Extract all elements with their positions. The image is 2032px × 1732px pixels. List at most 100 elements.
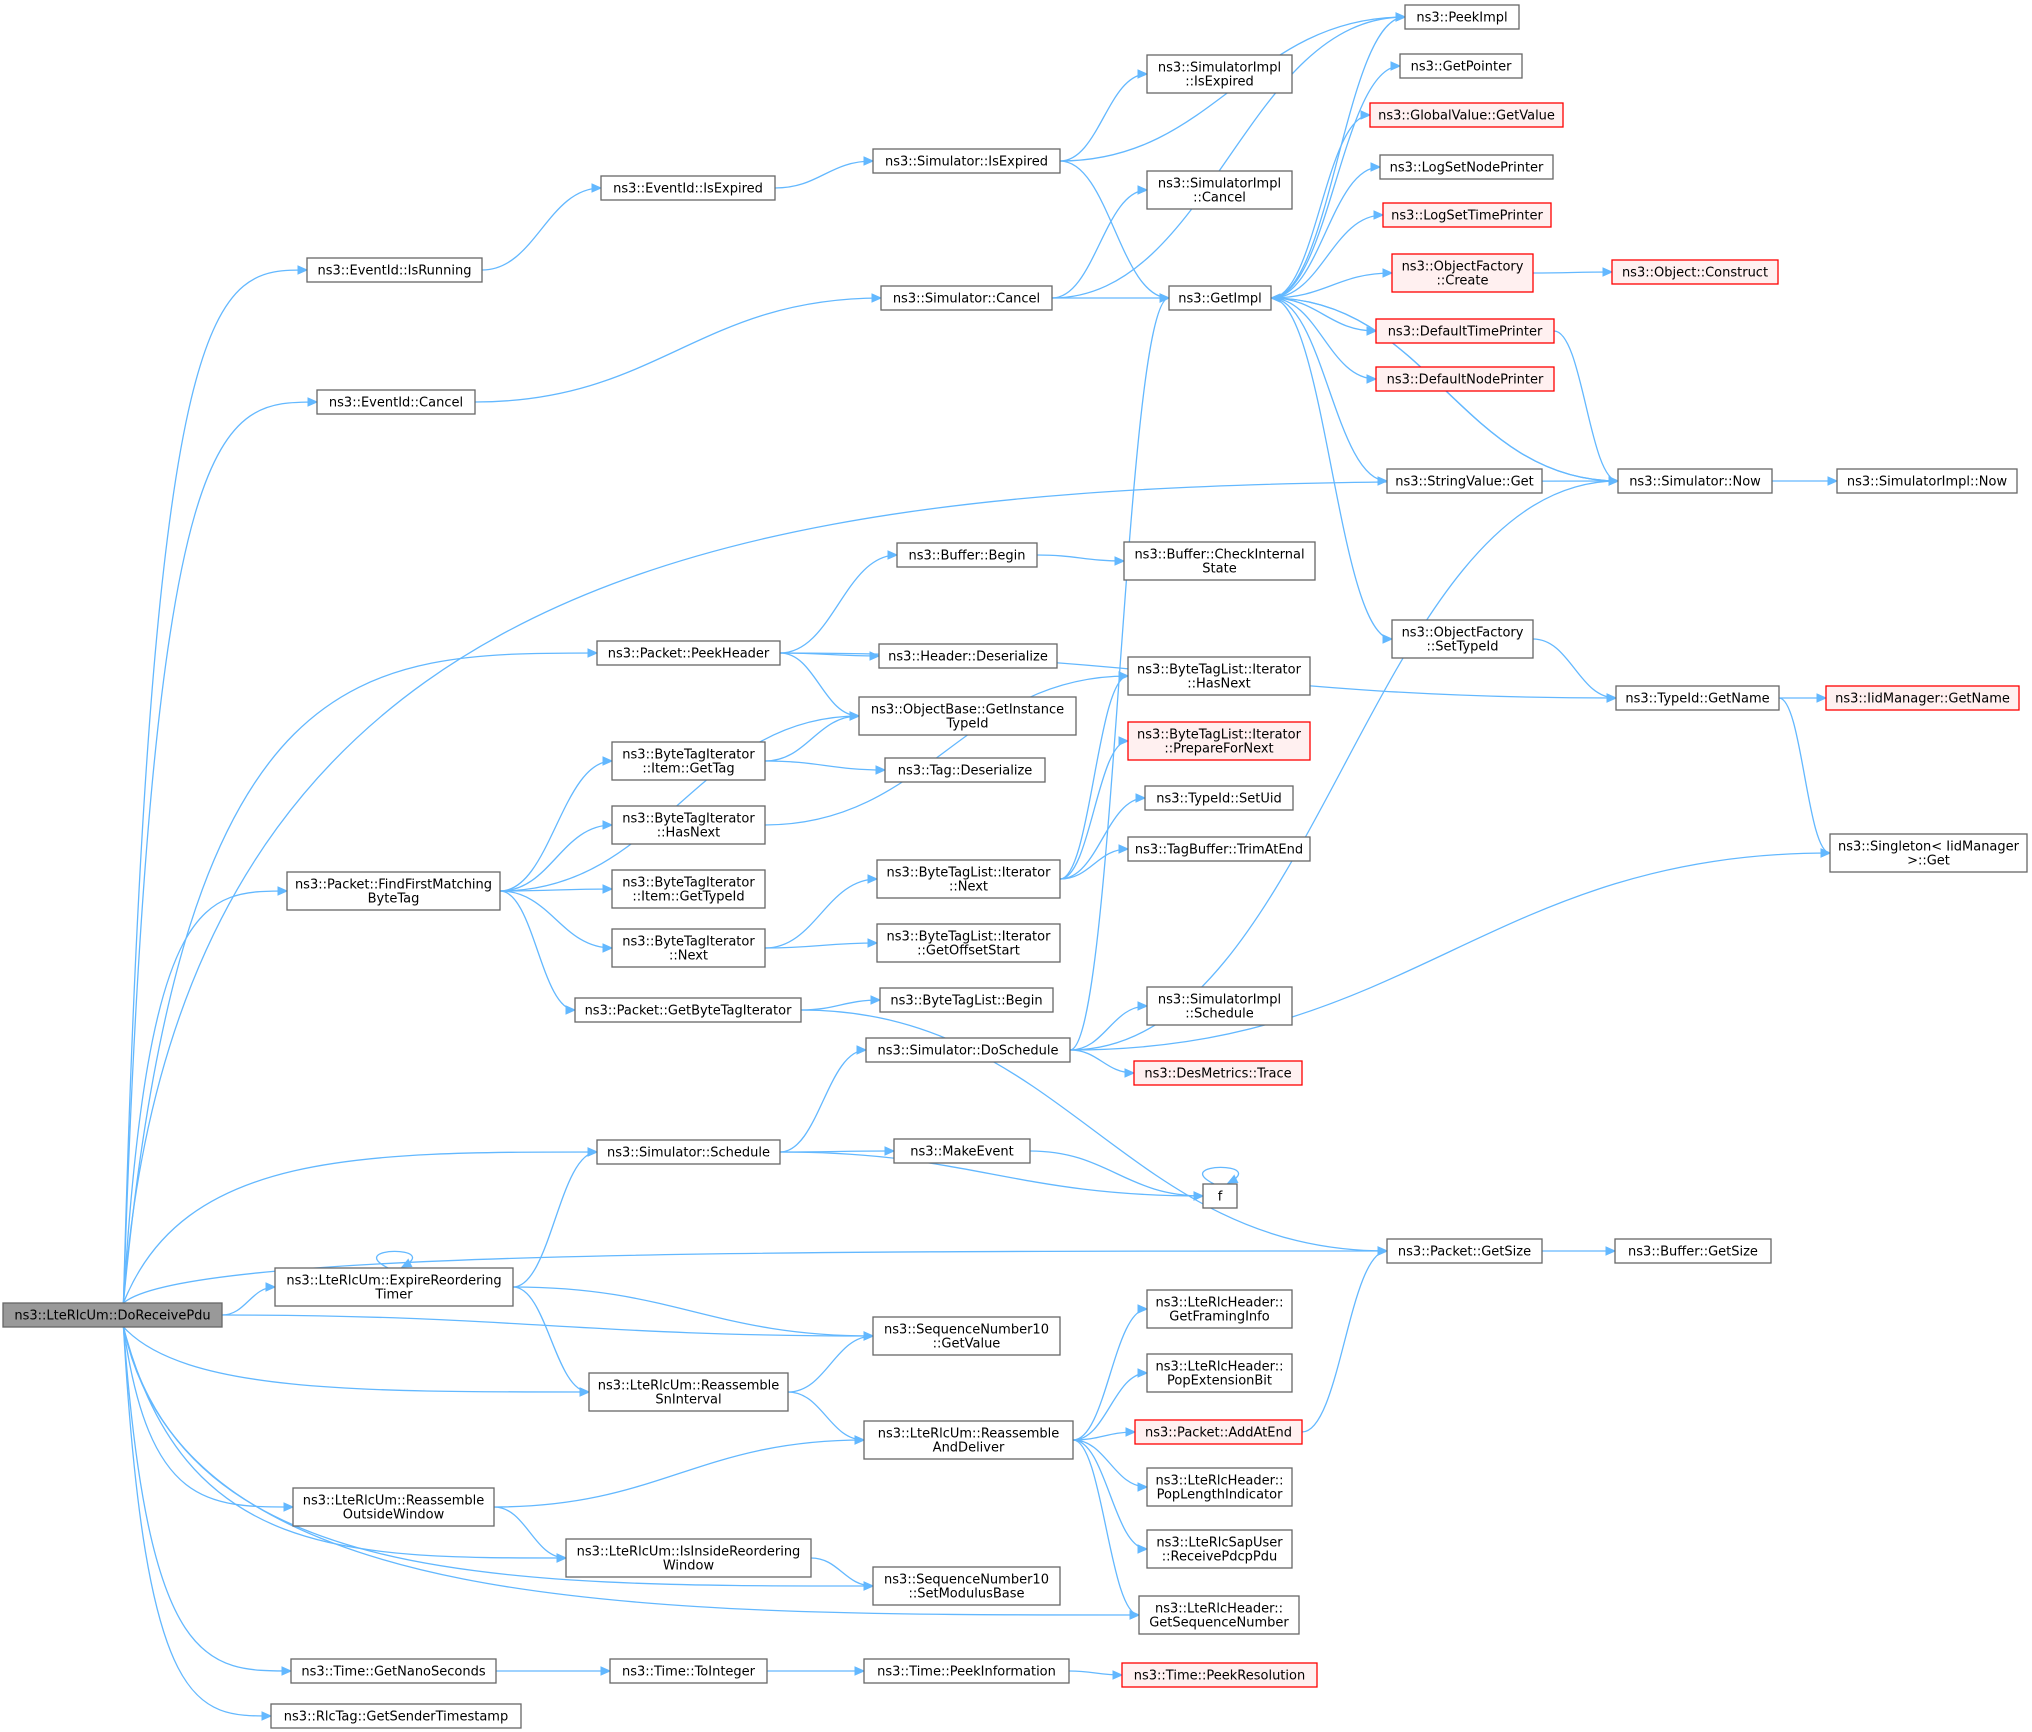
node-simImplCancel[interactable]: ns3::SimulatorImpl::Cancel <box>1146 170 1293 210</box>
node-pktAddAtEnd[interactable]: ns3::Packet::AddAtEnd <box>1134 1419 1303 1445</box>
node-box <box>1144 785 1294 811</box>
node-root[interactable]: ns3::LteRlcUm::DoReceivePdu <box>2 1302 223 1328</box>
node-btlHasNext[interactable]: ns3::ByteTagList::Iterator::HasNext <box>1127 656 1311 696</box>
node-pktGetSize[interactable]: ns3::Packet::GetSize <box>1386 1238 1543 1264</box>
node-label: ns3::SimulatorImpl::Now <box>1847 475 2008 490</box>
node-box <box>596 1139 781 1165</box>
node-label: PopExtensionBit <box>1167 1374 1272 1389</box>
node-simCancel[interactable]: ns3::Simulator::Cancel <box>880 285 1053 311</box>
node-evCancel[interactable]: ns3::EventId::Cancel <box>316 389 476 415</box>
node-hdrGetSeq[interactable]: ns3::LteRlcHeader::GetSequenceNumber <box>1138 1595 1300 1635</box>
node-tagDeser[interactable]: ns3::Tag::Deserialize <box>884 757 1046 783</box>
edge-root-to-pktFindFirst <box>122 891 287 1304</box>
node-box <box>1399 53 1523 79</box>
node-label: ns3::Header::Deserialize <box>888 650 1048 665</box>
node-btiItemGetTypeId[interactable]: ns3::ByteTagIterator::Item::GetTypeId <box>611 869 766 909</box>
edge-pktFindFirst-to-pktGetBTI <box>499 890 575 1010</box>
node-label: ns3::LogSetNodePrinter <box>1390 161 1544 176</box>
node-label: ns3::EventId::IsExpired <box>613 182 763 197</box>
node-simDoSchedule[interactable]: ns3::Simulator::DoSchedule <box>865 1037 1071 1063</box>
node-evIsExpired[interactable]: ns3::EventId::IsExpired <box>600 175 776 201</box>
node-tagBufTrim[interactable]: ns3::TagBuffer::TrimAtEnd <box>1127 836 1311 862</box>
edge-pktFindFirst-to-objBaseGet <box>499 716 859 892</box>
node-pktPeekHeader[interactable]: ns3::Packet::PeekHeader <box>596 640 781 666</box>
edge-line <box>481 188 601 271</box>
node-defTime[interactable]: ns3::DefaultTimePrinter <box>1375 318 1555 344</box>
edge-line <box>779 1151 1203 1196</box>
node-logTime[interactable]: ns3::LogSetTimePrinter <box>1382 202 1552 228</box>
node-label: ns3::LteRlcHeader:: <box>1155 1360 1283 1375</box>
node-box <box>1202 1183 1238 1209</box>
node-hdrDeser[interactable]: ns3::Header::Deserialize <box>878 643 1058 669</box>
node-timeNano[interactable]: ns3::Time::GetNanoSeconds <box>290 1658 497 1684</box>
node-hdrGetFraming[interactable]: ns3::LteRlcHeader::GetFramingInfo <box>1146 1289 1293 1329</box>
node-box <box>306 257 483 283</box>
node-bufBegin[interactable]: ns3::Buffer::Begin <box>896 542 1038 568</box>
edge-root-to-evCancel <box>122 402 317 1304</box>
node-typeIdGetName[interactable]: ns3::TypeId::GetName <box>1615 685 1780 711</box>
node-simIsExpired[interactable]: ns3::Simulator::IsExpired <box>872 148 1061 174</box>
node-label: ByteTag <box>368 892 420 907</box>
node-label: ns3::LteRlcUm::Reassemble <box>303 1494 485 1509</box>
node-timePeekInfo[interactable]: ns3::Time::PeekInformation <box>863 1658 1070 1684</box>
node-simSchedule[interactable]: ns3::Simulator::Schedule <box>596 1139 781 1165</box>
edge-line <box>221 1314 873 1336</box>
edge-btlNext-to-typeIdSetUid <box>1059 798 1145 880</box>
node-strGet[interactable]: ns3::StringValue::Get <box>1386 468 1543 494</box>
node-box <box>1168 285 1272 311</box>
node-makeEvent[interactable]: ns3::MakeEvent <box>893 1138 1031 1164</box>
node-logNode[interactable]: ns3::LogSetNodePrinter <box>1379 154 1554 180</box>
node-timePeekRes[interactable]: ns3::Time::PeekResolution <box>1121 1662 1318 1688</box>
node-simImplNow[interactable]: ns3::SimulatorImpl::Now <box>1836 468 2018 494</box>
node-getImpl[interactable]: ns3::GetImpl <box>1168 285 1272 311</box>
node-seqSetMod[interactable]: ns3::SequenceNumber10::SetModulusBase <box>872 1566 1061 1606</box>
node-btlBegin[interactable]: ns3::ByteTagList::Begin <box>879 987 1054 1013</box>
node-ofCreate[interactable]: ns3::ObjectFactory::Create <box>1391 253 1534 293</box>
node-pktGetBTI[interactable]: ns3::Packet::GetByteTagIterator <box>574 997 802 1023</box>
node-btlGetOffset[interactable]: ns3::ByteTagList::Iterator::GetOffsetSta… <box>876 923 1061 963</box>
node-desTrace[interactable]: ns3::DesMetrics::Trace <box>1133 1060 1303 1086</box>
node-btiItemGetTag[interactable]: ns3::ByteTagIterator::Item::GetTag <box>611 741 766 781</box>
node-sapReceive[interactable]: ns3::LteRlcSapUser::ReceivePdcpPdu <box>1146 1529 1293 1569</box>
node-label: ns3::Packet::PeekHeader <box>608 647 770 662</box>
node-peekImpl[interactable]: ns3::PeekImpl <box>1404 4 1520 30</box>
node-getPointer[interactable]: ns3::GetPointer <box>1399 53 1523 79</box>
node-objConstruct[interactable]: ns3::Object::Construct <box>1611 259 1779 285</box>
node-btiNext[interactable]: ns3::ByteTagIterator::Next <box>611 928 766 968</box>
edge-line <box>1270 297 1376 331</box>
node-f[interactable]: f <box>1202 1183 1238 1209</box>
edge-line <box>1059 676 1128 880</box>
edge-root-to-hdrGetSeq <box>122 1326 1139 1615</box>
node-evIsRunning[interactable]: ns3::EventId::IsRunning <box>306 257 483 283</box>
node-typeIdSetUid[interactable]: ns3::TypeId::SetUid <box>1144 785 1294 811</box>
node-ofSetTypeId[interactable]: ns3::ObjectFactory::SetTypeId <box>1391 619 1534 659</box>
node-defNode[interactable]: ns3::DefaultNodePrinter <box>1375 366 1555 392</box>
node-singletonGet[interactable]: ns3::Singleton< IidManager>::Get <box>1829 833 2028 873</box>
node-hdrPopLen[interactable]: ns3::LteRlcHeader::PopLengthIndicator <box>1146 1467 1293 1507</box>
node-simImplIsExpired[interactable]: ns3::SimulatorImpl::IsExpired <box>1146 54 1293 94</box>
node-btiHasNext[interactable]: ns3::ByteTagIterator::HasNext <box>611 805 766 845</box>
node-iidGetName[interactable]: ns3::IidManager::GetName <box>1825 685 2020 711</box>
node-bufGetSize[interactable]: ns3::Buffer::GetSize <box>1614 1238 1772 1264</box>
node-rlcTagGet[interactable]: ns3::RlcTag::GetSenderTimestamp <box>270 1703 522 1729</box>
node-gvGetValue[interactable]: ns3::GlobalValue::GetValue <box>1369 102 1564 128</box>
node-label: PopLengthIndicator <box>1157 1488 1284 1503</box>
node-simImplSchedule[interactable]: ns3::SimulatorImpl::Schedule <box>1146 986 1293 1026</box>
node-btlPrepare[interactable]: ns3::ByteTagList::Iterator::PrepareForNe… <box>1127 721 1311 761</box>
node-simNow[interactable]: ns3::Simulator::Now <box>1617 468 1773 494</box>
node-seqGetValue[interactable]: ns3::SequenceNumber10::GetValue <box>872 1316 1061 1356</box>
node-timeToInt[interactable]: ns3::Time::ToInteger <box>609 1658 768 1684</box>
node-btlNext[interactable]: ns3::ByteTagList::Iterator::Next <box>876 859 1061 899</box>
node-hdrPopExt[interactable]: ns3::LteRlcHeader::PopExtensionBit <box>1146 1353 1293 1393</box>
edge-line <box>499 890 575 1010</box>
node-label: ns3::Buffer::Begin <box>908 549 1025 564</box>
edge-line <box>1072 1309 1147 1441</box>
